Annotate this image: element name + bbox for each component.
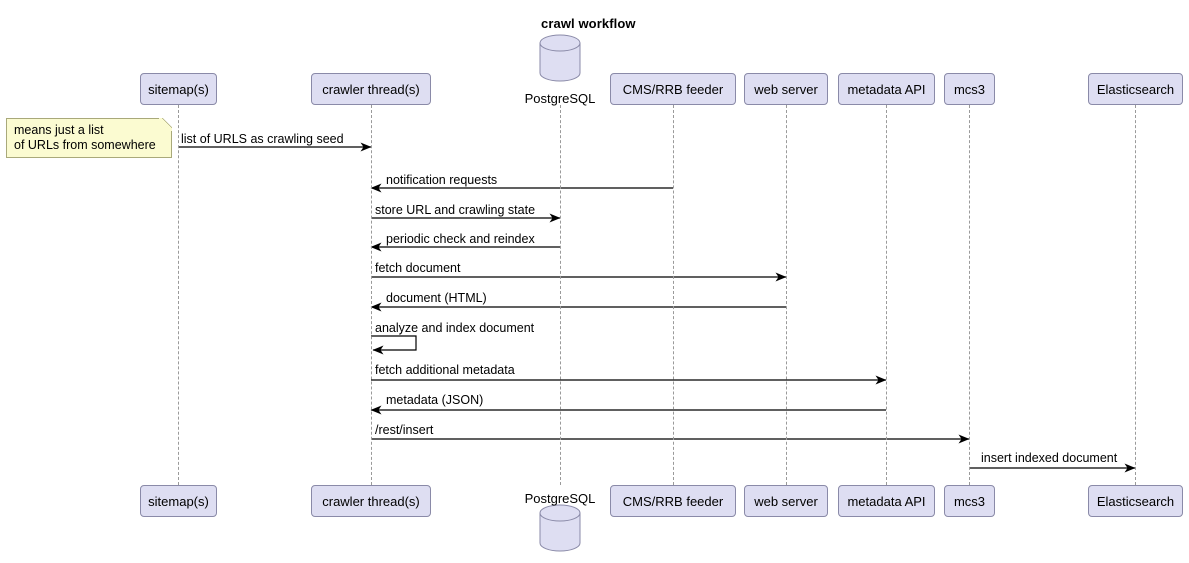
lifeline-web_server [786, 105, 787, 485]
participant-elasticsearch-bottom[interactable]: Elasticsearch [1088, 485, 1183, 517]
participant-sitemaps-bottom[interactable]: sitemap(s) [140, 485, 217, 517]
participant-web_server-bottom[interactable]: web server [744, 485, 828, 517]
message-label-m10: /rest/insert [375, 423, 434, 437]
participant-label-postgresql-bottom: PostgreSQL [524, 491, 596, 506]
participant-web_server-top[interactable]: web server [744, 73, 828, 105]
participant-label-metadata_api: metadata API [847, 81, 926, 97]
participant-label-web_server: web server [754, 493, 818, 509]
note-fold-corner-icon [159, 118, 172, 131]
lifeline-metadata_api [886, 105, 887, 485]
message-label-m4: periodic check and reindex [386, 232, 535, 246]
participant-label-cms_feeder: CMS/RRB feeder [622, 493, 724, 509]
participant-label-elasticsearch: Elasticsearch [1096, 81, 1175, 97]
participant-mcs3-top[interactable]: mcs3 [944, 73, 995, 105]
lifeline-elasticsearch [1135, 105, 1136, 485]
participant-cms_feeder-top[interactable]: CMS/RRB feeder [610, 73, 736, 105]
participant-label-crawler: crawler thread(s) [322, 493, 420, 509]
participant-metadata_api-bottom[interactable]: metadata API [838, 485, 935, 517]
note-line-1: means just a list [14, 123, 104, 137]
message-label-m11: insert indexed document [981, 451, 1118, 465]
participant-label-cms_feeder: CMS/RRB feeder [622, 81, 724, 97]
diagram-title: crawl workflow [541, 16, 636, 31]
message-label-m2: notification requests [386, 173, 498, 187]
participant-label-sitemaps: sitemap(s) [148, 81, 209, 97]
participant-crawler-top[interactable]: crawler thread(s) [311, 73, 431, 105]
message-arrow-m7 [371, 335, 417, 355]
participant-label-web_server: web server [754, 81, 818, 97]
participant-label-mcs3: mcs3 [953, 81, 986, 97]
message-label-m9: metadata (JSON) [386, 393, 484, 407]
participant-label-sitemaps: sitemap(s) [148, 493, 209, 509]
participant-mcs3-bottom[interactable]: mcs3 [944, 485, 995, 517]
message-label-m1: list of URLS as crawling seed [181, 132, 344, 146]
lifeline-mcs3 [969, 105, 970, 485]
participant-metadata_api-top[interactable]: metadata API [838, 73, 935, 105]
participant-label-elasticsearch: Elasticsearch [1096, 493, 1175, 509]
participant-label-mcs3: mcs3 [953, 493, 986, 509]
note-line-2: of URLs from somewhere [14, 138, 156, 152]
participant-label-postgresql-top: PostgreSQL [524, 91, 596, 106]
message-label-m5: fetch document [375, 261, 461, 275]
lifeline-crawler [371, 105, 372, 485]
lifeline-sitemaps [178, 105, 179, 485]
participant-cms_feeder-bottom[interactable]: CMS/RRB feeder [610, 485, 736, 517]
participant-crawler-bottom[interactable]: crawler thread(s) [311, 485, 431, 517]
message-label-m8: fetch additional metadata [375, 363, 515, 377]
participant-label-crawler: crawler thread(s) [322, 81, 420, 97]
message-label-m7: analyze and index document [375, 321, 535, 335]
message-label-m6: document (HTML) [386, 291, 487, 305]
db-cylinder-postgresql-top [539, 34, 581, 82]
lifeline-cms_feeder [673, 105, 674, 485]
participant-sitemaps-top[interactable]: sitemap(s) [140, 73, 217, 105]
message-label-m3: store URL and crawling state [375, 203, 536, 217]
lifeline-postgresql [560, 105, 561, 485]
participant-elasticsearch-top[interactable]: Elasticsearch [1088, 73, 1183, 105]
participant-label-metadata_api: metadata API [847, 493, 926, 509]
db-cylinder-postgresql-bottom [539, 504, 581, 552]
